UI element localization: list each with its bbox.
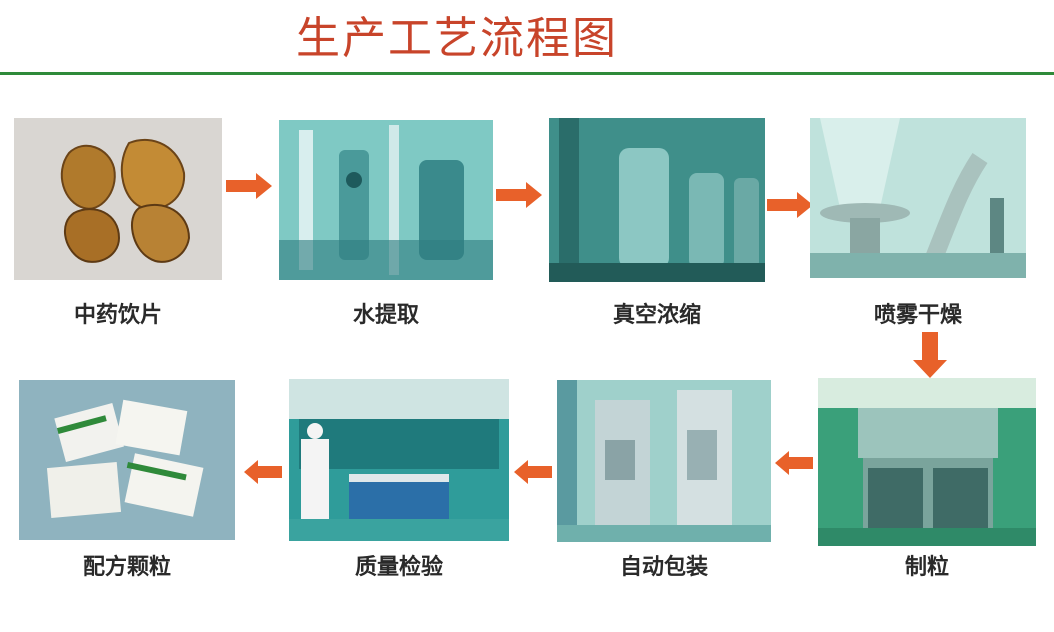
step-5-photo bbox=[818, 378, 1036, 546]
step-2-photo bbox=[279, 120, 493, 280]
step-8-label: 配方颗粒 bbox=[82, 555, 171, 580]
step-6-label: 自动包装 bbox=[619, 555, 708, 580]
arrow-right-icon bbox=[226, 173, 272, 199]
arrow-left-icon bbox=[514, 460, 552, 484]
step-2-label: 水提取 bbox=[352, 303, 419, 328]
step-8-photo bbox=[19, 380, 235, 540]
step-4-label: 喷雾干燥 bbox=[873, 303, 962, 328]
arrow-left-icon bbox=[244, 460, 282, 484]
title-divider bbox=[0, 72, 1054, 75]
arrow-right-icon bbox=[496, 182, 542, 208]
step-7-label: 质量检验 bbox=[354, 555, 443, 580]
page-title: 生产工艺流程图 bbox=[296, 13, 618, 64]
step-6-photo bbox=[557, 380, 771, 542]
step-3-photo bbox=[549, 118, 765, 282]
step-3-label: 真空浓缩 bbox=[612, 303, 701, 328]
step-7-photo bbox=[289, 379, 509, 541]
arrow-left-icon bbox=[775, 451, 813, 475]
arrow-right-icon bbox=[767, 192, 813, 218]
step-4-photo bbox=[810, 118, 1026, 278]
step-1-photo bbox=[14, 118, 222, 280]
arrow-down-icon bbox=[913, 332, 947, 378]
step-1-label: 中药饮片 bbox=[73, 303, 162, 328]
step-5-label: 制粒 bbox=[904, 555, 949, 580]
